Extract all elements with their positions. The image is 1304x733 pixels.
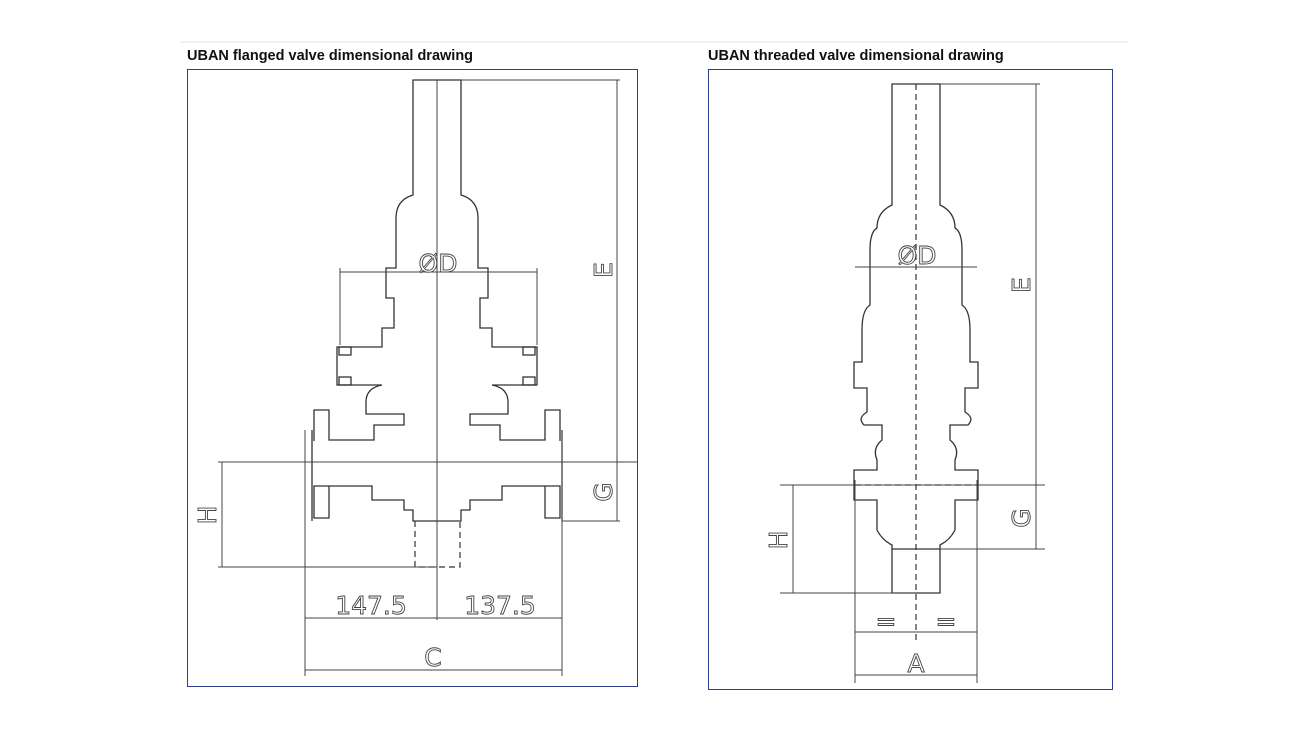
dim-label-G: G bbox=[589, 482, 618, 501]
dim-label-C: C bbox=[424, 643, 441, 672]
dim-label-H: H bbox=[193, 506, 222, 525]
dim-label-D: ØD bbox=[419, 249, 458, 278]
dim-label-E: E bbox=[589, 262, 618, 278]
flanged-drawing-title: UBAN flanged valve dimensional drawing bbox=[187, 48, 474, 64]
dim-label-H: H bbox=[764, 531, 793, 550]
dim-label-G: G bbox=[1007, 508, 1036, 527]
dim-label-D: ØD bbox=[898, 241, 937, 270]
dim-label-equal-right: = bbox=[936, 607, 957, 636]
flanged-drawing-frame bbox=[187, 69, 638, 687]
threaded-drawing-title: UBAN threaded valve dimensional drawing bbox=[708, 48, 1004, 64]
dim-label-147-5: 147.5 bbox=[335, 591, 407, 620]
threaded-valve-drawing: ØD E G H = = A bbox=[764, 83, 1045, 683]
dim-label-E: E bbox=[1007, 277, 1036, 293]
flanged-valve-drawing: ØD E G H 147.5 137.5 C bbox=[193, 79, 637, 676]
threaded-drawing-frame bbox=[708, 69, 1113, 690]
dim-label-137-5: 137.5 bbox=[464, 591, 536, 620]
dim-label-equal-left: = bbox=[876, 607, 897, 636]
dim-label-A: A bbox=[907, 649, 924, 678]
divider bbox=[180, 41, 1128, 43]
